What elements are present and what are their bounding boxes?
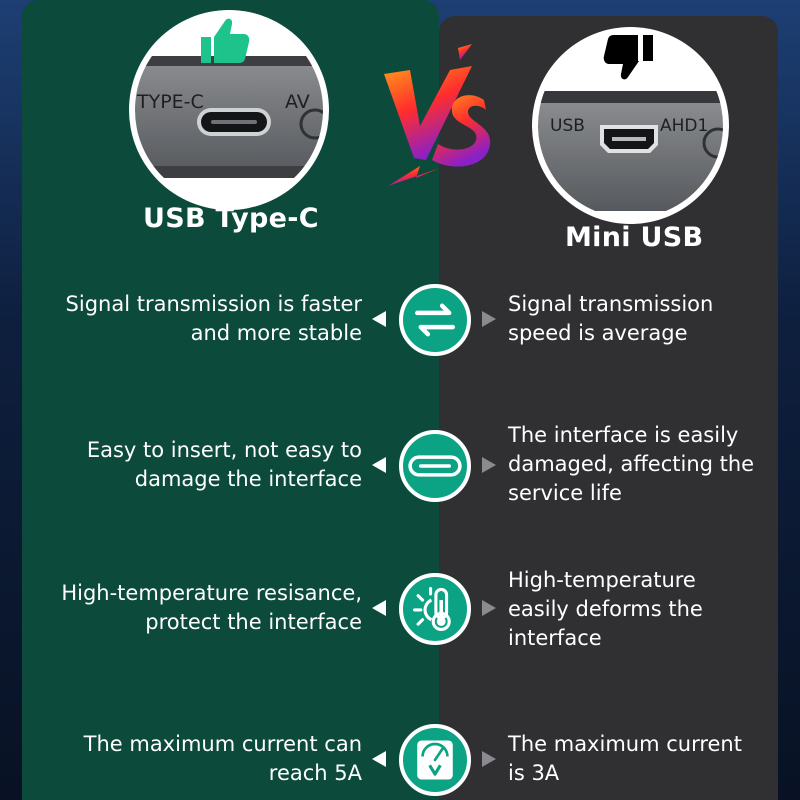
thumbs-down-icon [603, 35, 653, 80]
right-pointer-icon [482, 311, 496, 327]
left-pointer-icon [372, 457, 386, 473]
av-photo-label: AV [285, 91, 310, 113]
ahd1-photo-label: AHD1 [660, 116, 708, 136]
right-pointer-icon [482, 600, 496, 616]
mini-usb-feature-durability: The interface is easily damaged, affecti… [508, 423, 755, 505]
left-pointer-icon [372, 311, 386, 327]
type-c-feature-temperature: High-temperature resisance, protect the … [61, 581, 362, 634]
usb-photo-label: USB [550, 116, 585, 136]
mini-usb-feature-current: The maximum current is 3A [508, 732, 742, 785]
left-pointer-icon [372, 751, 386, 767]
sun-thermometer-icon [399, 573, 471, 645]
usb-c-port-icon [399, 430, 471, 502]
right-pointer-icon [482, 751, 496, 767]
left-pointer-icon [372, 600, 386, 616]
mini-usb-feature-temperature: High-temperature easily deforms the inte… [508, 568, 703, 650]
voltmeter-icon [399, 724, 471, 796]
type-c-feature-current: The maximum current can reach 5A [83, 732, 362, 785]
type-c-feature-durability: Easy to insert, not easy to damage the i… [86, 438, 362, 491]
type-c-title: USB Type-C [143, 203, 319, 234]
mini-usb-title: Mini USB [565, 222, 704, 253]
type-c-photo-label: TYPE-C [136, 91, 204, 113]
transfer-arrows-icon [399, 284, 471, 356]
vs-logo [384, 44, 491, 186]
mini-usb-feature-speed: Signal transmission speed is average [508, 292, 714, 345]
thumbs-up-icon [201, 18, 250, 64]
type-c-feature-speed: Signal transmission is faster and more s… [65, 292, 362, 345]
right-pointer-icon [482, 457, 496, 473]
